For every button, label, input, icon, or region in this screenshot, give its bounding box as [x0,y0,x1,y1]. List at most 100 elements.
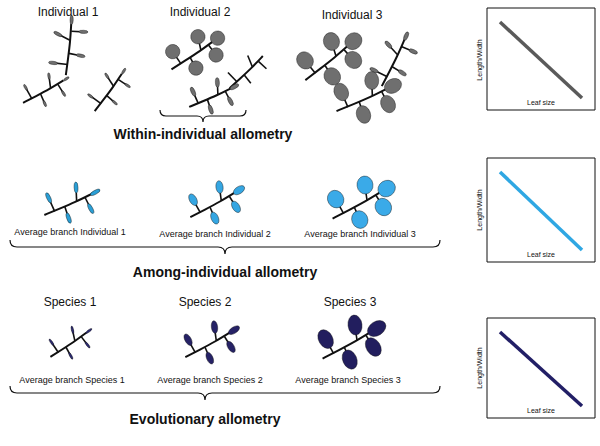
leaf [89,188,100,197]
leaf [68,352,74,360]
leaf [124,83,131,88]
panel-label: Average branch Species 3 [295,376,400,386]
axis-label: Leaf size [527,407,555,415]
leaf [364,317,388,340]
leaf [187,192,199,207]
branch [160,20,236,84]
leaf [182,333,194,347]
branch [178,314,248,371]
panel-label: Average branch Species 1 [19,376,124,386]
twig [258,60,266,71]
leaf [63,76,70,81]
branch [40,178,106,228]
group-title: Among-individual allometry [133,265,317,280]
leaf [206,45,226,65]
axis-label: Leaf size [527,251,555,259]
leaf [84,341,90,348]
axis-label: Length/Width [476,189,484,230]
panel-label: Individual 1 [38,6,99,19]
panel-label: Average branch Species 2 [157,376,262,386]
leaf [375,177,399,200]
leaf [48,61,57,65]
leaf [397,69,407,77]
branch [183,174,253,231]
panel-label: Species 1 [44,296,97,309]
leaf [189,28,206,45]
leaf [347,314,363,336]
leaf [362,335,384,359]
axis-label: Length/Width [476,39,484,80]
stem [54,24,83,76]
leaf [53,30,62,37]
panel-label: Individual 2 [170,6,231,19]
leaf [76,53,85,58]
branch [17,68,75,112]
leaf [354,104,373,126]
trend-line [500,22,582,98]
leaf [45,192,53,203]
axis-label: Length/Width [476,347,484,388]
branch [185,74,244,118]
panel-label: Species 2 [179,296,232,309]
leaf [47,73,50,80]
group-title: Evolutionary allometry [130,412,281,427]
leaf [71,326,75,334]
branch [41,11,97,79]
leaf [227,324,241,336]
leaf [87,203,95,214]
branch [289,19,377,97]
leaf [341,48,365,72]
bracket [10,240,440,254]
bracket [160,110,246,122]
panel-label: Species 3 [324,296,377,309]
chart-frame [487,158,595,262]
leaf [204,351,215,365]
leaf [186,58,206,78]
leaf [321,30,342,52]
panel-label: Average branch Individual 3 [304,230,415,240]
branch [330,66,410,129]
trend-line [500,172,582,250]
leaf [215,78,219,88]
leaf [112,100,118,106]
leaf [65,212,72,223]
leaf [209,211,221,225]
branch-illustrations [17,11,429,377]
branch [312,306,396,377]
panel-label: Individual 3 [322,9,383,22]
stem [224,56,268,88]
leaf [356,175,374,195]
leaf [378,93,399,115]
stem [88,74,130,111]
leaf [331,81,351,103]
brackets [10,110,440,400]
leaf [226,96,234,106]
chart-axes [487,8,595,418]
leaf [207,104,214,114]
twig [246,56,253,67]
leaf [403,31,410,41]
leaf [85,328,92,334]
branch [43,320,100,367]
leaf [232,184,246,197]
leaf [42,100,47,107]
leaf [23,84,28,91]
leaf [48,338,54,345]
branch [80,61,140,119]
leaf [79,30,88,34]
group-title: Within-individual allometry [114,127,293,142]
leaf [163,42,183,62]
leaf [229,83,239,91]
stem [47,333,90,357]
leaf [87,93,94,99]
branch [322,167,406,236]
leaf [230,200,243,214]
leaf [189,86,197,96]
leaf [61,90,66,97]
leaf [74,182,78,193]
twig [244,74,251,84]
leaf [121,68,126,75]
leaf [341,29,365,53]
